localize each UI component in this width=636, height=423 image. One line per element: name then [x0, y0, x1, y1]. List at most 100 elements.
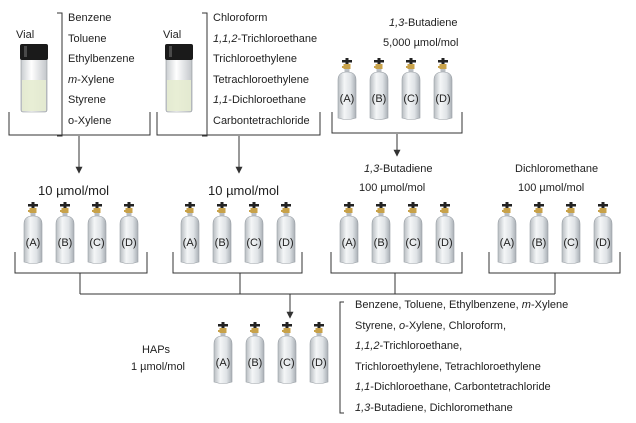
butadiene-mid-name-part: 1,3 — [364, 163, 380, 175]
butadiene-top-name-part: 1,3 — [389, 17, 405, 29]
cylinder-final-c-label: (C) — [279, 358, 294, 369]
cylinder-top-a-label: (A) — [340, 94, 355, 105]
cylinder-mid-g4-b — [529, 202, 549, 264]
haps-label: HAPs — [142, 345, 170, 356]
compound-group1-4: Styrene — [68, 95, 106, 106]
final-compound-line-0-part: m — [521, 299, 531, 311]
cylinder-mid-g4-c-label: (C) — [563, 238, 578, 249]
cylinder-top-a-label-part: (A) — [339, 93, 355, 105]
cylinder-mid-g4-b-label-part: (B) — [531, 237, 547, 249]
bracket-group2 — [202, 12, 208, 137]
haps-conc-part: 1 µmol/mol — [130, 361, 186, 373]
bracket-under-group1 — [8, 112, 151, 136]
cylinder-mid-g2-d-label: (D) — [278, 238, 293, 249]
compound-group1-3-part: -Xylene — [77, 73, 115, 86]
compound-group2-1: 1,1,2-Trichloroethane — [213, 32, 318, 45]
final-compound-line-1: Styrene, o-Xylene, Chloroform, — [355, 319, 507, 332]
cylinder-mid-g2-d — [276, 202, 296, 264]
cylinder-mid-g1-a — [23, 202, 43, 264]
butadiene-top-conc: 5,000 µmol/mol — [383, 38, 458, 49]
cylinder-mid-g1-c-label-part: (C) — [89, 237, 105, 249]
cylinder-final-a-label-part: (A) — [215, 357, 231, 369]
cylinder-final-d-label: (D) — [311, 358, 326, 369]
cylinder-mid-g1-c-label: (C) — [89, 238, 104, 249]
cylinder-final-d-label-part: (D) — [311, 357, 327, 369]
cylinder-mid-g4-c — [561, 202, 581, 264]
haps-conc: 1 µmol/mol — [131, 362, 185, 373]
cylinder-mid-g3-d-label-part: (D) — [437, 237, 453, 249]
cylinder-mid-g3-a-label-part: (A) — [341, 237, 357, 249]
butadiene-top-conc-part: 5,000 µmol/mol — [383, 37, 459, 49]
cylinder-mid-g3-b — [371, 202, 391, 264]
compound-group2-2-part: Trichloroethylene — [213, 53, 297, 66]
cylinder-mid-g1-a-label: (A) — [26, 238, 41, 249]
cylinder-mid-g1-d-label-part: (D) — [121, 237, 137, 249]
cylinder-mid-g1-d-label: (D) — [121, 238, 136, 249]
compound-group1-4-part: Styrene — [68, 94, 106, 107]
dcm-conc-part: 100 µmol/mol — [518, 182, 585, 194]
conc-mid-2-part: 10 µmol/mol — [208, 183, 280, 198]
compound-group2-4-part: 1,1 — [213, 94, 229, 107]
butadiene-top-name: 1,3-Butadiene — [389, 18, 458, 29]
cylinder-final-b-label-part: (B) — [247, 357, 263, 369]
cylinder-final-b-label: (B) — [248, 358, 263, 369]
vial-label-2-part: Vial — [163, 29, 182, 41]
conc-mid-1-part: 10 µmol/mol — [38, 183, 110, 198]
compound-group1-3: m-Xylene — [68, 73, 115, 86]
cylinder-final-b — [245, 322, 265, 384]
bracket-under-butadiene-top — [331, 112, 463, 134]
compound-group1-1: Toluene — [68, 33, 107, 45]
butadiene-mid-name-part: -Butadiene — [379, 163, 433, 175]
final-compound-line-0-part: Benzene, Toluene, Ethylbenzene, — [355, 299, 522, 311]
final-compound-line-4: 1,1-Dichloroethane, Carbontetrachloride — [355, 382, 551, 393]
compound-group2-1-part: -Trichloroethane — [237, 32, 318, 45]
vial-label-2: Vial — [163, 30, 181, 41]
cylinder-final-c-label-part: (C) — [279, 357, 295, 369]
compound-group1-5: o-Xylene — [68, 116, 111, 127]
final-compound-line-5: 1,3-Butadiene, Dichloromethane — [355, 403, 513, 414]
cylinder-top-b-label: (B) — [372, 94, 387, 105]
cylinder-mid-g4-b-label: (B) — [532, 238, 547, 249]
compound-group2-0-part: Chloroform — [213, 12, 268, 24]
cylinder-top-b — [369, 58, 389, 120]
compound-group2-3: Tetrachloroethylene — [213, 73, 310, 86]
final-compound-line-5-part: 1,3 — [355, 402, 371, 414]
bracket-final-list — [339, 301, 344, 414]
vial-label-1-part: Vial — [16, 29, 35, 41]
cylinder-mid-g3-c — [403, 202, 423, 264]
cylinder-mid-g1-a-label-part: (A) — [25, 237, 41, 249]
butadiene-top-name-part: -Butadiene — [404, 17, 458, 29]
final-compound-line-0: Benzene, Toluene, Ethylbenzene, m-Xylene — [355, 300, 568, 311]
compound-group2-3-part: Tetrachloroethylene — [213, 73, 310, 86]
butadiene-mid-name: 1,3-Butadiene — [364, 164, 433, 175]
conc-mid-1: 10 µmol/mol — [38, 184, 109, 197]
cylinder-mid-g1-c — [87, 202, 107, 264]
cylinder-top-d — [433, 58, 453, 120]
cylinder-mid-g1-b — [55, 202, 75, 264]
cylinder-top-a — [337, 58, 357, 120]
cylinder-mid-g2-c-label: (C) — [246, 238, 261, 249]
final-compound-line-2-part: -Trichloroethane, — [379, 340, 463, 353]
cylinder-final-a — [213, 322, 233, 384]
cylinder-final-c — [277, 322, 297, 384]
compound-group2-4-part: -Dichloroethane — [228, 94, 306, 107]
cylinder-top-c — [401, 58, 421, 120]
cylinder-mid-g3-b-label-part: (B) — [373, 237, 389, 249]
cylinder-mid-g3-b-label: (B) — [374, 238, 389, 249]
final-compound-line-1-part: o — [399, 319, 406, 332]
cylinder-mid-g2-b-label-part: (B) — [214, 237, 230, 249]
cylinder-mid-g3-c-label: (C) — [405, 238, 420, 249]
final-compound-line-0-part: -Xylene — [530, 299, 569, 311]
bracket-mid-g1 — [14, 252, 148, 274]
cylinder-mid-g3-a-label: (A) — [342, 238, 357, 249]
cylinder-mid-g4-a — [497, 202, 517, 264]
compound-group1-0-part: Benzene — [68, 12, 112, 24]
final-compound-line-1-part: -Xylene, Chloroform, — [405, 319, 507, 332]
conc-mid-2: 10 µmol/mol — [208, 184, 279, 197]
cylinder-top-b-label-part: (B) — [371, 93, 387, 105]
cylinder-mid-g3-c-label-part: (C) — [405, 237, 421, 249]
cylinder-mid-g2-b-label: (B) — [215, 238, 230, 249]
compound-group2-5-part: Carbontetrachloride — [213, 115, 310, 127]
bracket-mid-g2 — [172, 252, 303, 274]
